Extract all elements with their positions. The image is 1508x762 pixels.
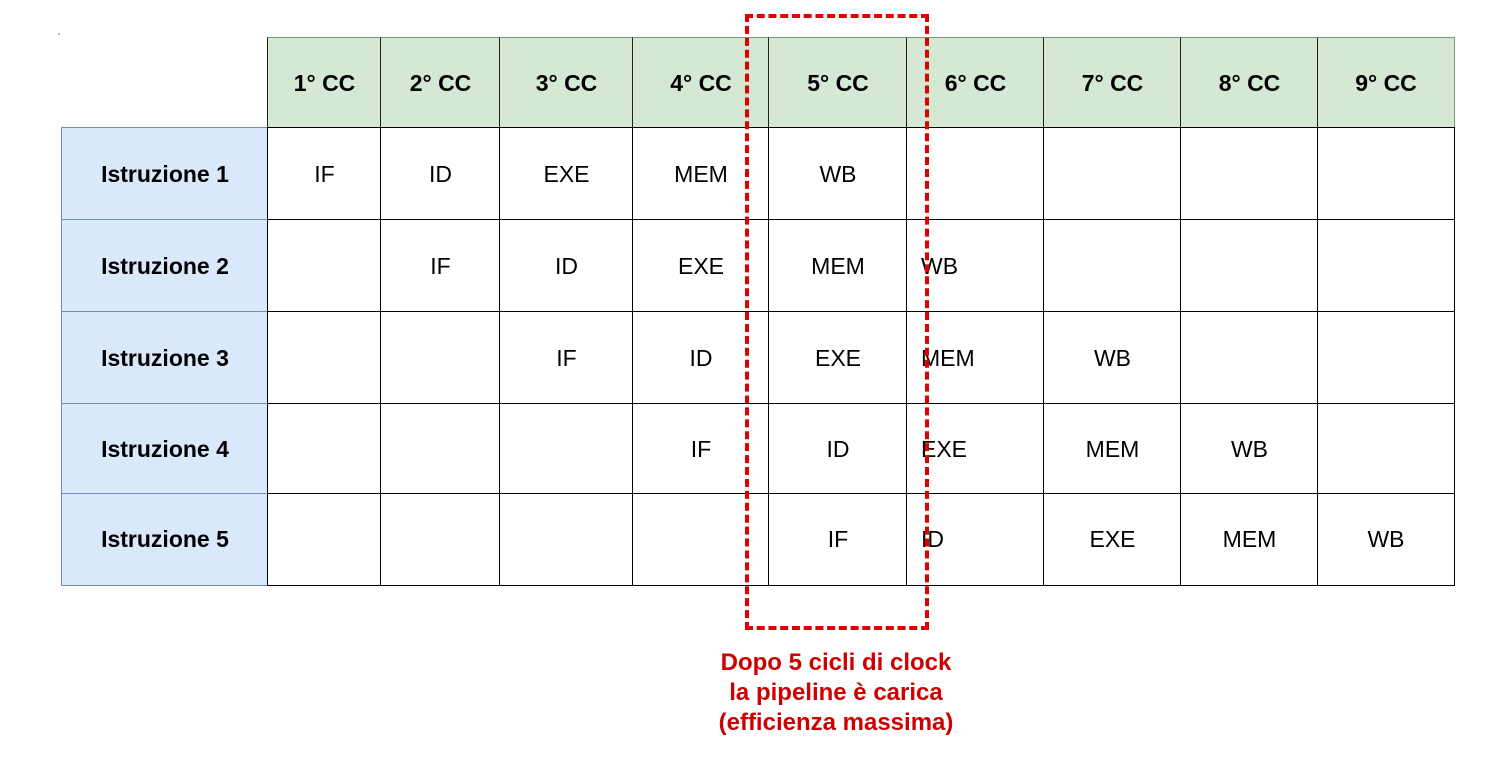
column-header-cc-1: 1° CC — [267, 37, 381, 128]
stage-cell: IF — [267, 127, 381, 220]
stage-cell — [1180, 219, 1318, 312]
stage-cell — [906, 127, 1044, 220]
column-header-cc-6: 6° CC — [906, 37, 1044, 128]
stage-cell — [380, 311, 500, 404]
stage-cell — [267, 311, 381, 404]
stray-dot — [58, 33, 60, 35]
stage-cell — [499, 403, 633, 494]
column-header-cc-7: 7° CC — [1043, 37, 1181, 128]
stage-cell: IF — [768, 493, 907, 586]
column-header-cc-2: 2° CC — [380, 37, 500, 128]
row-header-istruzione-3: Istruzione 3 — [61, 311, 268, 404]
note-line-2: la pipeline è carica — [729, 679, 943, 706]
column-header-cc-3: 3° CC — [499, 37, 633, 128]
stage-cell — [380, 403, 500, 494]
stage-cell: EXE — [499, 127, 633, 220]
stage-cell: WB — [1180, 403, 1318, 494]
stage-cell: MEM — [906, 311, 1044, 404]
note-line-1: Dopo 5 cicli di clock — [720, 649, 952, 676]
stage-cell — [267, 493, 381, 586]
stage-cell — [1317, 127, 1455, 220]
stage-cell — [499, 493, 633, 586]
row-header-istruzione-4: Istruzione 4 — [61, 403, 268, 494]
stage-cell — [267, 219, 381, 312]
stage-cell: ID — [768, 403, 907, 494]
stage-cell: MEM — [632, 127, 769, 220]
stage-cell: MEM — [768, 219, 907, 312]
stage-cell: WB — [1043, 311, 1181, 404]
stage-cell: IF — [632, 403, 769, 494]
stage-cell: WB — [1317, 493, 1455, 586]
stage-cell — [1043, 127, 1181, 220]
stage-cell: MEM — [1180, 493, 1318, 586]
stage-cell — [267, 403, 381, 494]
stage-cell — [1043, 219, 1181, 312]
stage-cell: ID — [906, 493, 1044, 586]
stage-cell: EXE — [906, 403, 1044, 494]
stage-cell — [1317, 219, 1455, 312]
column-header-cc-4: 4° CC — [632, 37, 769, 128]
stage-cell: WB — [906, 219, 1044, 312]
row-header-istruzione-1: Istruzione 1 — [61, 127, 268, 220]
stage-cell: WB — [768, 127, 907, 220]
stage-cell: IF — [380, 219, 500, 312]
stage-cell — [380, 493, 500, 586]
row-header-istruzione-5: Istruzione 5 — [61, 493, 268, 586]
stage-cell: ID — [632, 311, 769, 404]
stage-cell: EXE — [1043, 493, 1181, 586]
column-header-cc-5: 5° CC — [768, 37, 907, 128]
stage-cell — [1180, 127, 1318, 220]
stage-cell — [632, 493, 769, 586]
stage-cell: ID — [380, 127, 500, 220]
stage-cell: IF — [499, 311, 633, 404]
stage-cell: ID — [499, 219, 633, 312]
row-header-istruzione-2: Istruzione 2 — [61, 219, 268, 312]
stage-cell — [1180, 311, 1318, 404]
stage-cell: EXE — [632, 219, 769, 312]
stage-cell: EXE — [768, 311, 907, 404]
column-header-cc-8: 8° CC — [1180, 37, 1318, 128]
column-header-cc-9: 9° CC — [1317, 37, 1455, 128]
stage-cell — [1317, 311, 1455, 404]
stage-cell — [1317, 403, 1455, 494]
pipeline-note: Dopo 5 cicli di clock la pipeline è cari… — [640, 648, 1032, 738]
stage-cell: MEM — [1043, 403, 1181, 494]
note-line-3: (efficienza massima) — [718, 709, 954, 736]
